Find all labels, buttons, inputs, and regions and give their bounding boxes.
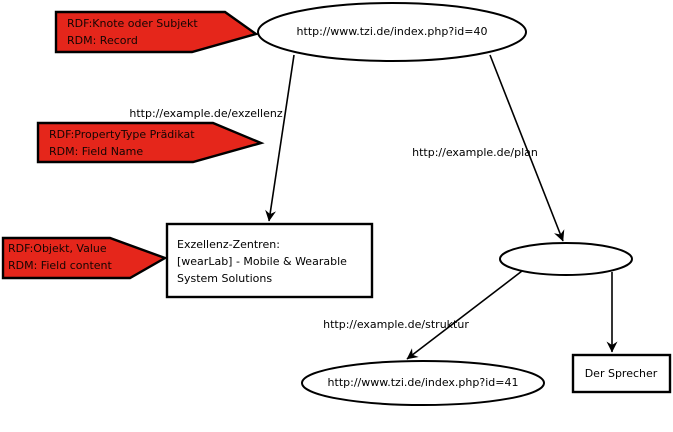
callout-predicate-shape: [36, 121, 265, 164]
callout-subject-line-2: RDM: Record: [67, 34, 138, 47]
callout-subject-line-1: RDF:Knote oder Subjekt: [67, 17, 198, 30]
edge-plan-line: [489, 54, 565, 242]
node-resource-41-shape: [301, 360, 545, 406]
callout-subject-shape: [54, 10, 259, 54]
callout-object-shape: [1, 236, 168, 280]
callout-object-label: RDF:Objekt, Value RDM: Field content: [8, 240, 112, 274]
edge-exzellenz-line: [265, 54, 295, 222]
node-literal-sprecher-shape: [571, 353, 672, 394]
callout-subject-label: RDF:Knote oder Subjekt RDM: Record: [67, 15, 198, 49]
node-literal-exzellenz-shape: [165, 222, 374, 299]
literal-line-2: [wearLab] - Mobile & Wearable: [177, 255, 347, 268]
literal-line-1: Exzellenz-Zentren:: [177, 238, 280, 251]
literal-line-3: System Solutions: [177, 272, 273, 285]
callout-predicate-label: RDF:PropertyType Prädikat RDM: Field Nam…: [49, 126, 195, 160]
callout-predicate-line-1: RDF:PropertyType Prädikat: [49, 128, 195, 141]
node-resource-40-shape: [257, 2, 527, 62]
node-resource-40-label: http://www.tzi.de/index.php?id=40: [296, 25, 488, 38]
callout-object-line-2: RDM: Field content: [8, 259, 112, 272]
node-blank-shape: [499, 242, 633, 276]
callout-predicate-line-2: RDM: Field Name: [49, 145, 144, 158]
edge-exzellenz-label: http://example.de/exzellenz: [129, 107, 283, 120]
edge-struktur-line: [406, 270, 523, 360]
edge-struktur-label: http://example.de/struktur: [323, 318, 469, 331]
node-literal-exzellenz-label: Exzellenz-Zentren: [wearLab] - Mobile & …: [177, 236, 347, 287]
callout-object-line-1: RDF:Objekt, Value: [8, 242, 107, 255]
node-literal-sprecher-label: Der Sprecher: [584, 367, 658, 380]
node-resource-41-label: http://www.tzi.de/index.php?id=41: [327, 376, 519, 389]
edge-plan-label: http://example.de/plan: [412, 146, 538, 159]
